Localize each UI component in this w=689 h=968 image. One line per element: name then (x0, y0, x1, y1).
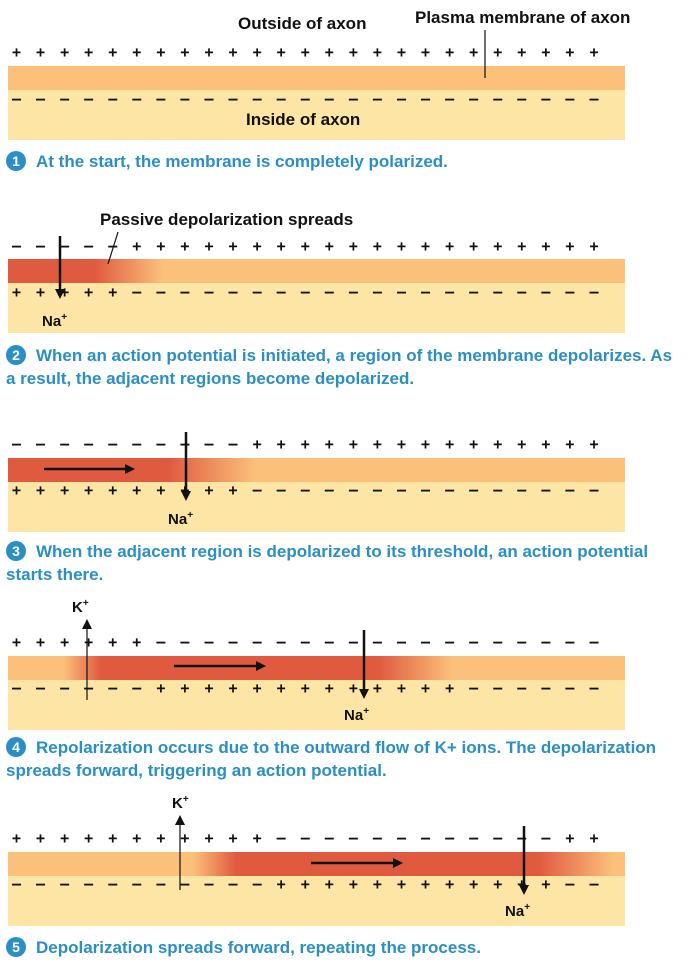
inside-charges: – – – – – – + + + + + + + + + + + + + – … (12, 679, 602, 697)
inside-charges: + + + + + + + + + + – – – – – – – – – – … (12, 481, 602, 499)
step-text: Depolarization spreads forward, repeatin… (36, 938, 481, 957)
step-caption: 1 At the start, the membrane is completel… (6, 150, 686, 173)
sodium-ion-label: Na+ (168, 510, 194, 528)
sodium-ion-label: Na+ (344, 706, 370, 724)
axon-inside (8, 90, 625, 140)
outside-charges: + + + + + + + + + + + – – – – – – – – – … (12, 829, 602, 847)
step-number-badge: 1 (6, 151, 26, 171)
outside-charges: + + + + + + + + + + + + + + + + + + + + … (12, 43, 602, 61)
potassium-ion-label: K+ (72, 598, 89, 616)
step-text: When the adjacent region is depolarized … (6, 542, 649, 584)
step-text: Repolarization occurs due to the outward… (6, 738, 657, 780)
passive-leader-line (107, 231, 119, 265)
step-number-badge: 2 (6, 345, 26, 365)
inside-axon-label: Inside of axon (246, 110, 361, 129)
axon-inside (8, 876, 625, 926)
axon-inside (8, 482, 625, 532)
inside-charges: – – – – – – – – – – – + + + + + + + + + … (12, 875, 602, 893)
step-number-badge: 5 (6, 937, 26, 957)
outside-axon-label: Outside of axon (238, 14, 367, 33)
membrane-depolarizing (8, 259, 625, 283)
plasma-membrane-label: Plasma membrane of axon (415, 8, 631, 27)
outside-charges: + + + + + + – – – – – – – – – – – – – – … (12, 633, 602, 651)
step-text: At the start, the membrane is completely… (36, 152, 448, 171)
step-number-badge: 4 (6, 737, 26, 757)
sodium-ion-label: Na+ (505, 902, 531, 920)
passive-depolarization-label: Passive depolarization spreads (100, 210, 354, 229)
potassium-ion-label: K+ (172, 794, 189, 812)
sodium-ion-label: Na+ (42, 312, 68, 330)
axon-inside (8, 283, 625, 333)
inside-charges: – – – – – – – – – – – – – – – – – – – – … (12, 90, 602, 108)
step-caption: 5 Depolarization spreads forward, repeati… (6, 936, 686, 959)
axon-inside (8, 680, 625, 730)
outside-charges: – – – – – + + + + + + + + + + + + + + + … (12, 237, 602, 255)
step-text: When an action potential is initiated, a… (6, 346, 673, 388)
membrane-polarized (8, 66, 625, 90)
membrane-action-potential (8, 656, 625, 680)
step-number-badge: 3 (6, 541, 26, 561)
